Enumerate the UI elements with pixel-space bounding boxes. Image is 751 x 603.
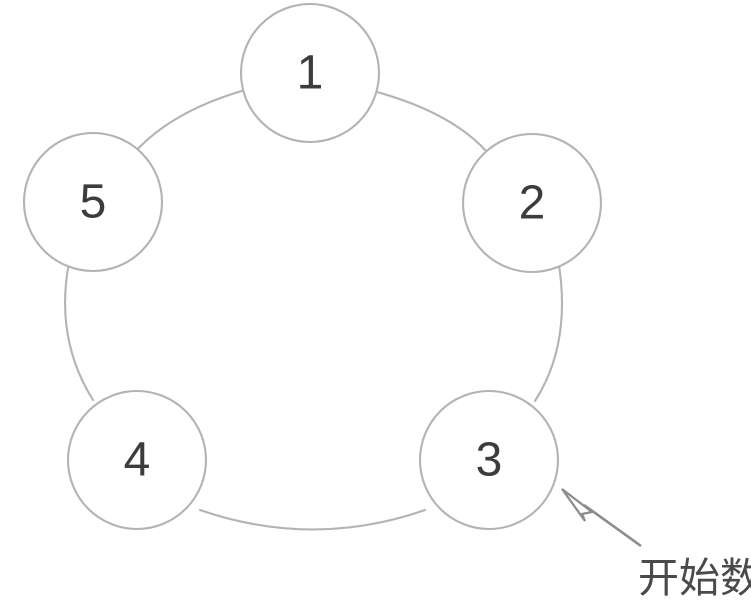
start-pointer-label: 开始数: [638, 554, 751, 602]
node-5-circle[interactable]: [22, 131, 164, 273]
node-2-circle[interactable]: [461, 132, 603, 274]
node-2[interactable]: 2: [461, 132, 603, 274]
edge-node4-node5: [64, 266, 95, 402]
node-1[interactable]: 1: [239, 2, 381, 144]
edge-node1-node2: [375, 90, 489, 154]
edge-node2-node3: [533, 263, 564, 403]
node-5[interactable]: 5: [22, 131, 164, 273]
edge-group: [64, 88, 564, 531]
node-2-label: 2: [519, 177, 546, 230]
node-4-circle[interactable]: [66, 389, 208, 531]
node-1-circle[interactable]: [239, 2, 381, 144]
node-3-label: 3: [476, 434, 503, 487]
node-5-label: 5: [80, 176, 107, 229]
edge-node5-node1: [133, 88, 247, 154]
edge-node3-node4: [198, 508, 427, 531]
start-pointer-annotation: 开始数: [561, 488, 751, 602]
node-group: 1 2 3 4 5: [22, 2, 603, 531]
node-4[interactable]: 4: [66, 389, 208, 531]
node-3[interactable]: 3: [418, 389, 560, 531]
arrow-head-icon: [561, 488, 595, 522]
node-1-label: 1: [297, 47, 324, 100]
node-3-circle[interactable]: [418, 389, 560, 531]
node-4-label: 4: [124, 434, 151, 487]
